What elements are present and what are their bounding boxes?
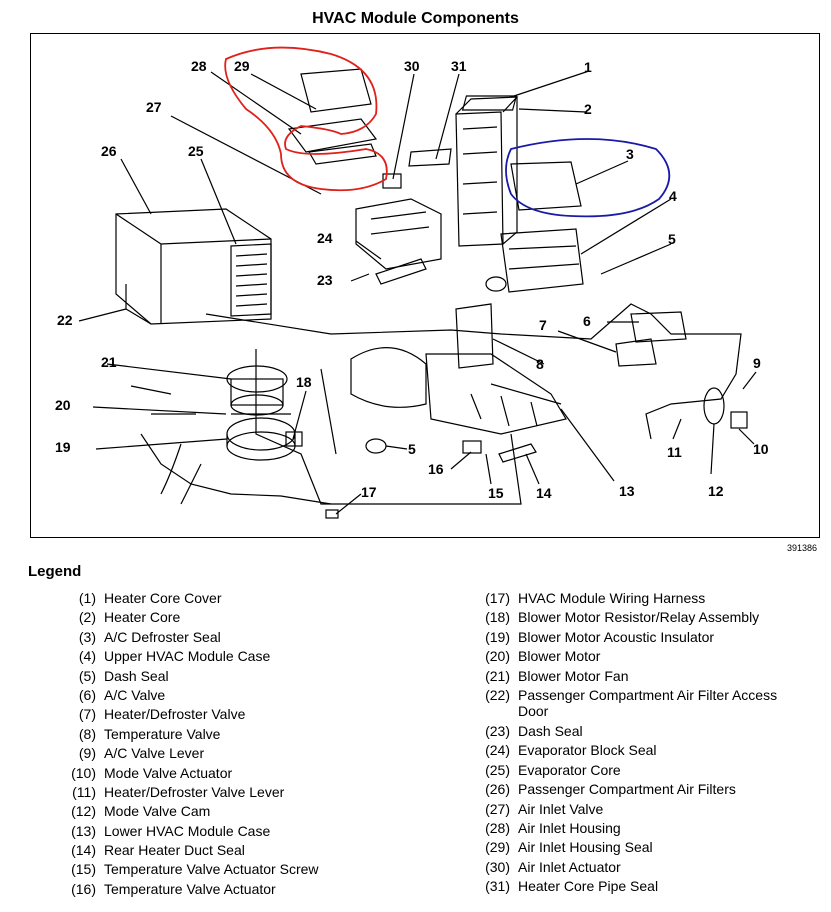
callout-25: 25 [188, 143, 204, 159]
callout-3: 3 [626, 146, 634, 162]
legend-item: (10)Mode Valve Actuator [71, 764, 233, 781]
figure-id: 391386 [786, 543, 817, 553]
callout-5: 5 [668, 231, 676, 247]
legend-item: (13)Lower HVAC Module Case [71, 822, 271, 839]
callout-2: 2 [584, 101, 592, 117]
legend-item: (22)Passenger Compartment Air Filter Acc… [485, 686, 778, 719]
legend-left-column: (1)Heater Core Cover (2)Heater Core (3)A… [52, 590, 319, 900]
callout-13: 13 [619, 483, 635, 499]
legend-item: (19)Blower Motor Acoustic Insulator [485, 628, 715, 645]
legend-right-column: (17)HVAC Module Wiring Harness (18)Blowe… [466, 590, 808, 897]
blue-annotation-circle [505, 138, 671, 218]
exploded-view-figure: 1 2 3 4 5 5 6 7 8 9 10 11 12 13 14 15 16… [30, 33, 820, 538]
legend-item: (20)Blower Motor [485, 648, 601, 665]
callout-12: 12 [708, 483, 724, 499]
callout-22: 22 [57, 312, 73, 328]
red-annotation-circle [224, 46, 388, 192]
callout-16: 16 [428, 461, 444, 477]
legend-item: (23)Dash Seal [485, 722, 583, 739]
callout-21: 21 [101, 354, 117, 370]
legend-item: (21)Blower Motor Fan [485, 667, 629, 684]
legend-item: (26)Passenger Compartment Air Filters [485, 781, 736, 798]
callout-30: 30 [404, 58, 420, 74]
callout-24: 24 [317, 230, 333, 246]
legend-item: (4)Upper HVAC Module Case [78, 648, 271, 665]
legend-item: (30)Air Inlet Actuator [485, 858, 621, 875]
callout-9: 9 [753, 355, 761, 371]
legend-item: (31)Heater Core Pipe Seal [485, 878, 659, 895]
legend-item: (16)Temperature Valve Actuator [71, 880, 276, 897]
legend-item: (6)A/C Valve [78, 686, 166, 703]
callout-23: 23 [317, 272, 333, 288]
callout-27: 27 [146, 99, 162, 115]
legend-item: (18)Blower Motor Resistor/Relay Assembly [485, 609, 760, 626]
legend-item: (25)Evaporator Core [485, 761, 621, 778]
legend-item: (28)Air Inlet Housing [485, 819, 621, 836]
legend-item: (8)Temperature Valve [78, 725, 221, 742]
legend-item: (3)A/C Defroster Seal [78, 628, 221, 645]
callout-8: 8 [536, 356, 544, 372]
diagram-title: HVAC Module Components [312, 10, 519, 27]
callout-10: 10 [753, 441, 769, 457]
callout-28: 28 [191, 58, 207, 74]
legend-item: (17)HVAC Module Wiring Harness [485, 590, 706, 606]
legend-item: (2)Heater Core [78, 609, 181, 626]
callout-5b: 5 [408, 441, 416, 457]
exploded-view-drawing: 1 2 3 4 5 5 6 7 8 9 10 11 12 13 14 15 16… [55, 46, 769, 519]
callout-20: 20 [55, 397, 71, 413]
callout-4: 4 [669, 188, 677, 204]
legend-item: (11)Heater/Defroster Valve Lever [72, 783, 285, 800]
legend-item: (14)Rear Heater Duct Seal [71, 842, 245, 859]
callout-15: 15 [488, 485, 504, 501]
callout-31: 31 [451, 58, 467, 74]
legend-item: (5)Dash Seal [78, 667, 169, 684]
callout-26: 26 [101, 143, 117, 159]
legend-item: (15)Temperature Valve Actuator Screw [71, 861, 319, 878]
callout-17: 17 [361, 484, 377, 500]
callout-19: 19 [55, 439, 71, 455]
callout-6: 6 [583, 313, 591, 329]
callout-7: 7 [539, 317, 547, 333]
legend-item: (9)A/C Valve Lever [78, 745, 205, 762]
legend-item: (12)Mode Valve Cam [71, 803, 211, 820]
callout-1: 1 [584, 59, 592, 75]
callout-29: 29 [234, 58, 250, 74]
legend-item: (27)Air Inlet Valve [485, 800, 604, 817]
callout-14: 14 [536, 485, 552, 501]
legend-item: (24)Evaporator Block Seal [485, 742, 657, 759]
callout-11: 11 [667, 444, 682, 460]
legend-item: (7)Heater/Defroster Valve [78, 706, 246, 723]
legend-item: (1)Heater Core Cover [78, 590, 222, 606]
legend-item: (29)Air Inlet Housing Seal [485, 839, 653, 856]
legend-title: Legend [28, 563, 82, 580]
callout-18: 18 [296, 374, 312, 390]
